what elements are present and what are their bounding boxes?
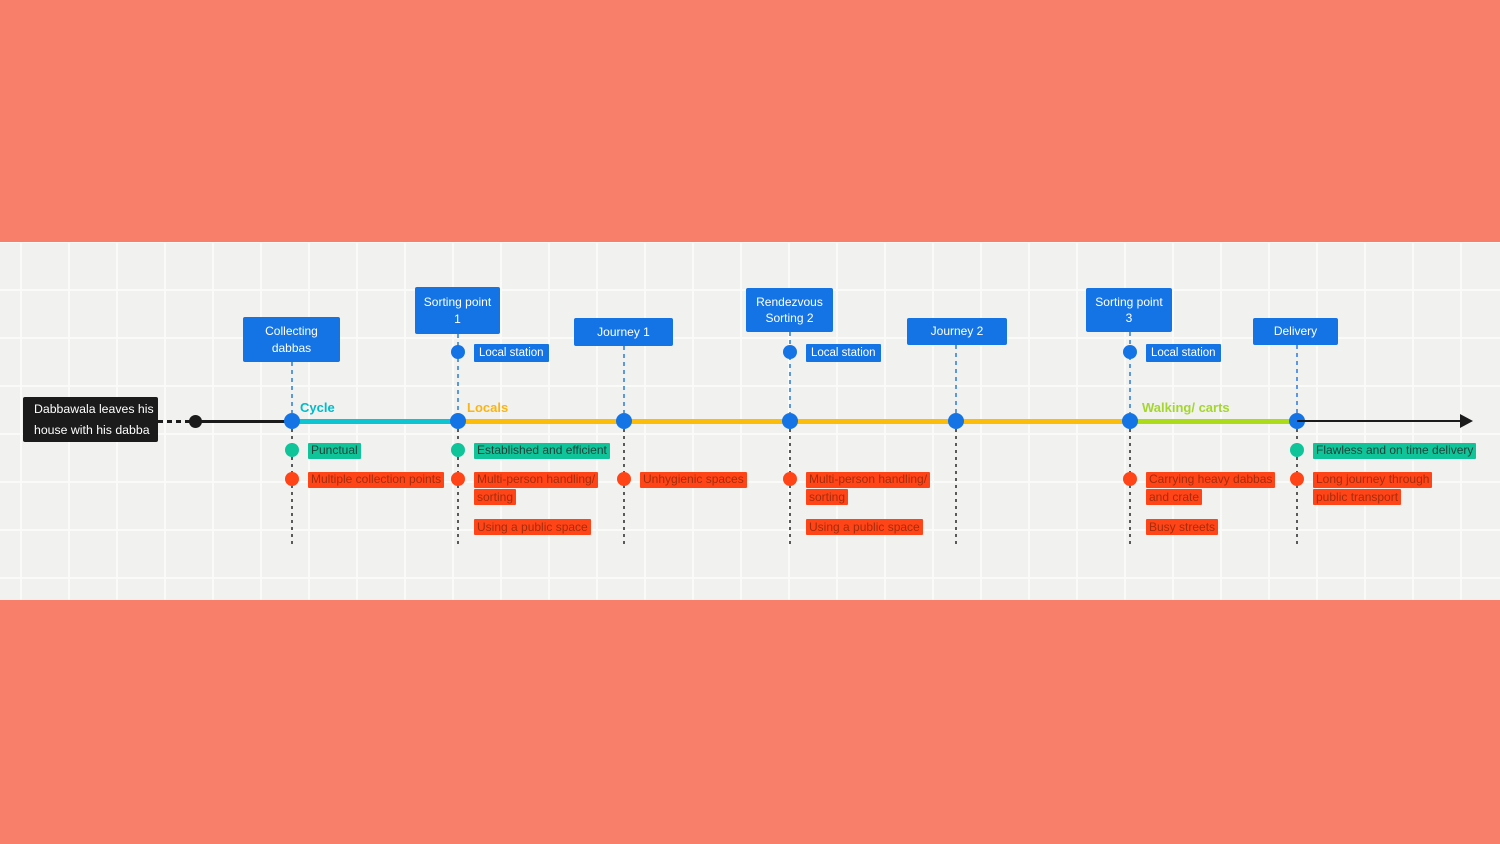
start-connector-dashed <box>158 419 191 423</box>
con-highlight-sorting-point-1[interactable]: Using a public space <box>474 519 591 535</box>
con-highlight-delivery[interactable]: Long journey through <box>1313 471 1433 488</box>
station-dot-journey-2[interactable] <box>948 413 964 429</box>
con-dot-collecting-dabbas[interactable] <box>285 472 299 486</box>
station-label-line: Journey 2 <box>930 324 984 339</box>
station-label-line: Sorting point <box>423 295 492 310</box>
con-highlight-sorting-point-1[interactable]: sorting <box>474 489 517 505</box>
connector-below-journey-2 <box>955 429 957 545</box>
con-highlight-rendezvous-sorting-2[interactable]: Using a public space <box>806 519 923 535</box>
connector-above-rendezvous-sorting-2 <box>789 332 791 413</box>
station-box-delivery[interactable]: Delivery <box>1253 318 1338 345</box>
pro-dot-sorting-point-1[interactable] <box>451 443 465 457</box>
con-highlight-sorting-point-3[interactable]: Carrying heavy dabbas <box>1146 471 1276 488</box>
local-station-label-sorting-point-1[interactable]: Local station <box>474 344 549 362</box>
pro-dot-collecting-dabbas[interactable] <box>285 443 299 457</box>
con-dot-delivery[interactable] <box>1290 472 1304 486</box>
start-note-line-1: Dabbawala leaves his <box>34 401 154 416</box>
local-station-label-rendezvous-sorting-2[interactable]: Local station <box>806 344 881 362</box>
station-box-journey-1[interactable]: Journey 1 <box>574 318 673 346</box>
con-highlight-rendezvous-sorting-2[interactable]: Multi-person handling/ <box>806 471 931 488</box>
con-highlight-sorting-point-3[interactable]: Busy streets <box>1146 519 1219 535</box>
local-station-dot-sorting-point-3[interactable] <box>1123 345 1137 359</box>
con-dot-journey-1[interactable] <box>617 472 631 486</box>
station-label-line: 1 <box>454 311 461 326</box>
con-highlight-collecting-dabbas[interactable]: Multiple collection points <box>308 471 445 488</box>
con-highlight-rendezvous-sorting-2[interactable]: sorting <box>806 489 849 505</box>
connector-above-journey-2 <box>955 345 957 413</box>
connector-below-sorting-point-3 <box>1129 429 1131 545</box>
con-highlight-sorting-point-1[interactable]: Multi-person handling/ <box>474 471 599 488</box>
connector-above-journey-1 <box>623 346 625 413</box>
station-label-line: Sorting point <box>1095 294 1163 309</box>
start-note[interactable]: Dabbawala leaves his house with his dabb… <box>23 397 158 442</box>
station-dot-collecting-dabbas[interactable] <box>284 413 300 429</box>
connector-below-rendezvous-sorting-2 <box>789 429 791 545</box>
station-label-line: Delivery <box>1273 324 1318 339</box>
con-highlight-delivery[interactable]: public transport <box>1313 489 1402 505</box>
connector-above-sorting-point-1 <box>457 334 459 413</box>
transport-segment-walking-carts[interactable] <box>1130 418 1297 424</box>
connector-below-collecting-dabbas <box>291 429 293 545</box>
con-dot-sorting-point-1[interactable] <box>451 472 465 486</box>
local-station-label-sorting-point-3[interactable]: Local station <box>1146 344 1221 362</box>
connector-below-journey-1 <box>623 429 625 545</box>
con-dot-rendezvous-sorting-2[interactable] <box>783 472 797 486</box>
connector-below-delivery <box>1296 429 1298 545</box>
local-station-dot-sorting-point-1[interactable] <box>451 345 465 359</box>
con-highlight-journey-1[interactable]: Unhygienic spaces <box>640 471 747 488</box>
station-label-line: Journey 1 <box>597 324 650 339</box>
station-dot-journey-1[interactable] <box>616 413 632 429</box>
station-label-line: Rendezvous <box>756 294 823 309</box>
transport-label-locals: Locals <box>467 400 509 415</box>
con-highlight-sorting-point-3[interactable]: and crate <box>1146 489 1203 505</box>
station-dot-sorting-point-1[interactable] <box>450 413 466 429</box>
bottom-color-band <box>0 600 1500 844</box>
station-box-journey-2[interactable]: Journey 2 <box>907 318 1007 345</box>
transport-label-walking-carts: Walking/ carts <box>1142 400 1230 415</box>
connector-above-sorting-point-3 <box>1129 332 1131 413</box>
station-label-line: Collecting <box>265 324 318 339</box>
pro-highlight-delivery[interactable]: Flawless and on time delivery <box>1313 442 1477 459</box>
station-dot-sorting-point-3[interactable] <box>1122 413 1138 429</box>
transport-segment-cycle[interactable] <box>292 418 458 424</box>
pro-dot-delivery[interactable] <box>1290 443 1304 457</box>
pro-highlight-sorting-point-1[interactable]: Established and efficient <box>474 442 610 459</box>
station-label-line: Sorting 2 <box>765 311 814 325</box>
station-box-sorting-point-3[interactable]: Sorting point 3 <box>1086 288 1172 332</box>
pro-highlight-collecting-dabbas[interactable]: Punctual <box>308 442 361 459</box>
timeline-arrow-line[interactable] <box>1297 419 1463 423</box>
connector-above-collecting-dabbas <box>291 362 293 413</box>
connector-below-sorting-point-1 <box>457 429 459 545</box>
transport-label-cycle: Cycle <box>300 400 335 415</box>
connector-above-delivery <box>1296 345 1298 413</box>
station-label-line: 3 <box>1125 311 1133 325</box>
con-dot-sorting-point-3[interactable] <box>1123 472 1137 486</box>
top-color-band <box>0 0 1500 242</box>
start-note-line-2: house with his dabba <box>34 422 150 437</box>
timeline-arrow-head <box>1460 414 1473 428</box>
local-station-dot-rendezvous-sorting-2[interactable] <box>783 345 797 359</box>
start-connector-solid <box>195 419 292 423</box>
station-label-line: dabbas <box>271 340 312 355</box>
station-dot-rendezvous-sorting-2[interactable] <box>782 413 798 429</box>
